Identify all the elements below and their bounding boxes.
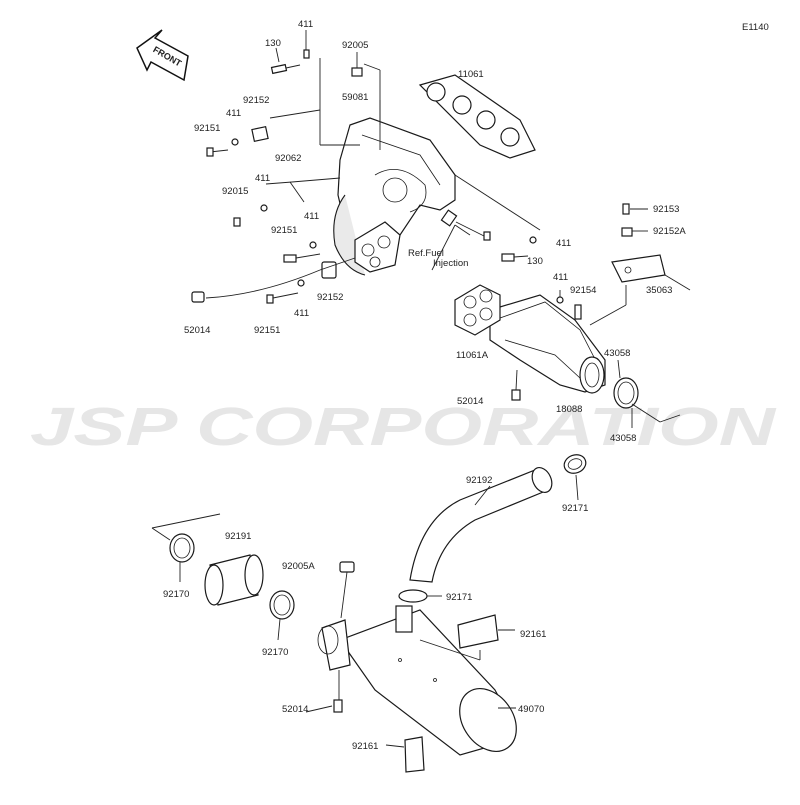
label-92151: 92151 [254,325,280,336]
label-11061A: 11061A [456,350,489,361]
label-59081: 59081 [342,92,368,103]
label-52014: 52014 [282,704,308,715]
clamp-43058 [613,359,681,428]
bolts-upper [191,49,363,304]
label-92153: 92153 [653,204,679,215]
label-11061: 11061 [458,69,484,80]
clamp-92171-upper [563,454,587,501]
label-130: 130 [265,38,281,49]
label-92005A: 92005A [282,561,315,572]
clamp-92171-lower [398,589,442,603]
label-92152: 92152 [317,292,343,303]
label-92171: 92171 [562,503,588,514]
plug-52014-lower [333,670,343,713]
label-411: 411 [226,108,241,119]
muffler-49070 [317,605,517,756]
label-92192: 92192 [466,475,492,486]
clamp-92170-left [151,513,221,582]
clamp-92170-right [269,590,295,641]
bolts-92154 [556,290,582,320]
label-411: 411 [294,308,309,319]
label-35063: 35063 [646,285,672,296]
gasket-11061A [454,284,501,336]
label-92015: 92015 [222,186,248,197]
gasket-11061 [418,74,536,159]
plate-92161-lower [385,736,425,773]
exhaust-pipe-18088 [489,294,606,394]
part-labels: 411 130 92005 11061 92152 59081 411 9215… [163,19,686,752]
label-411: 411 [553,272,568,283]
label-411: 411 [556,238,571,249]
label-92151: 92151 [194,123,220,134]
label-130: 130 [527,256,543,267]
label-92191: 92191 [225,531,251,542]
label-92170: 92170 [163,589,189,600]
label-18088: 18088 [556,404,582,415]
fuel-connector [440,209,491,241]
label-43058: 43058 [604,348,630,359]
label-92161: 92161 [352,741,378,752]
label-43058: 43058 [610,433,636,444]
hose-92191 [204,554,264,606]
plug-52014-mid [511,369,521,401]
label-411: 411 [255,173,270,184]
ref-note-line2: Injection [433,258,468,269]
label-52014: 52014 [184,325,210,336]
label-92152A: 92152A [653,226,686,237]
front-arrow-icon: FRONT [136,29,189,82]
label-92151: 92151 [271,225,297,236]
port-gasket [354,221,401,273]
leaders-upper [265,30,541,271]
label-92170: 92170 [262,647,288,658]
label-92062: 92062 [275,153,301,164]
label-49070: 49070 [518,704,544,715]
label-411: 411 [304,211,319,222]
diagram-code: E1140 [742,22,769,33]
label-92161: 92161 [520,629,546,640]
label-52014: 52014 [457,396,483,407]
ref-note-line1: Ref.Fuel [408,248,444,259]
bolts-right [501,236,537,262]
plate-92161-upper [457,614,515,649]
label-411: 411 [298,19,313,30]
pipe-92192 [409,467,553,583]
label-92005: 92005 [342,40,368,51]
label-92154: 92154 [570,285,596,296]
fitting-92005A [339,561,355,619]
bracket-35063 [589,203,691,326]
label-92152: 92152 [243,95,269,106]
watermark: JSP CORPORATION [30,397,776,457]
label-92171: 92171 [446,592,472,603]
